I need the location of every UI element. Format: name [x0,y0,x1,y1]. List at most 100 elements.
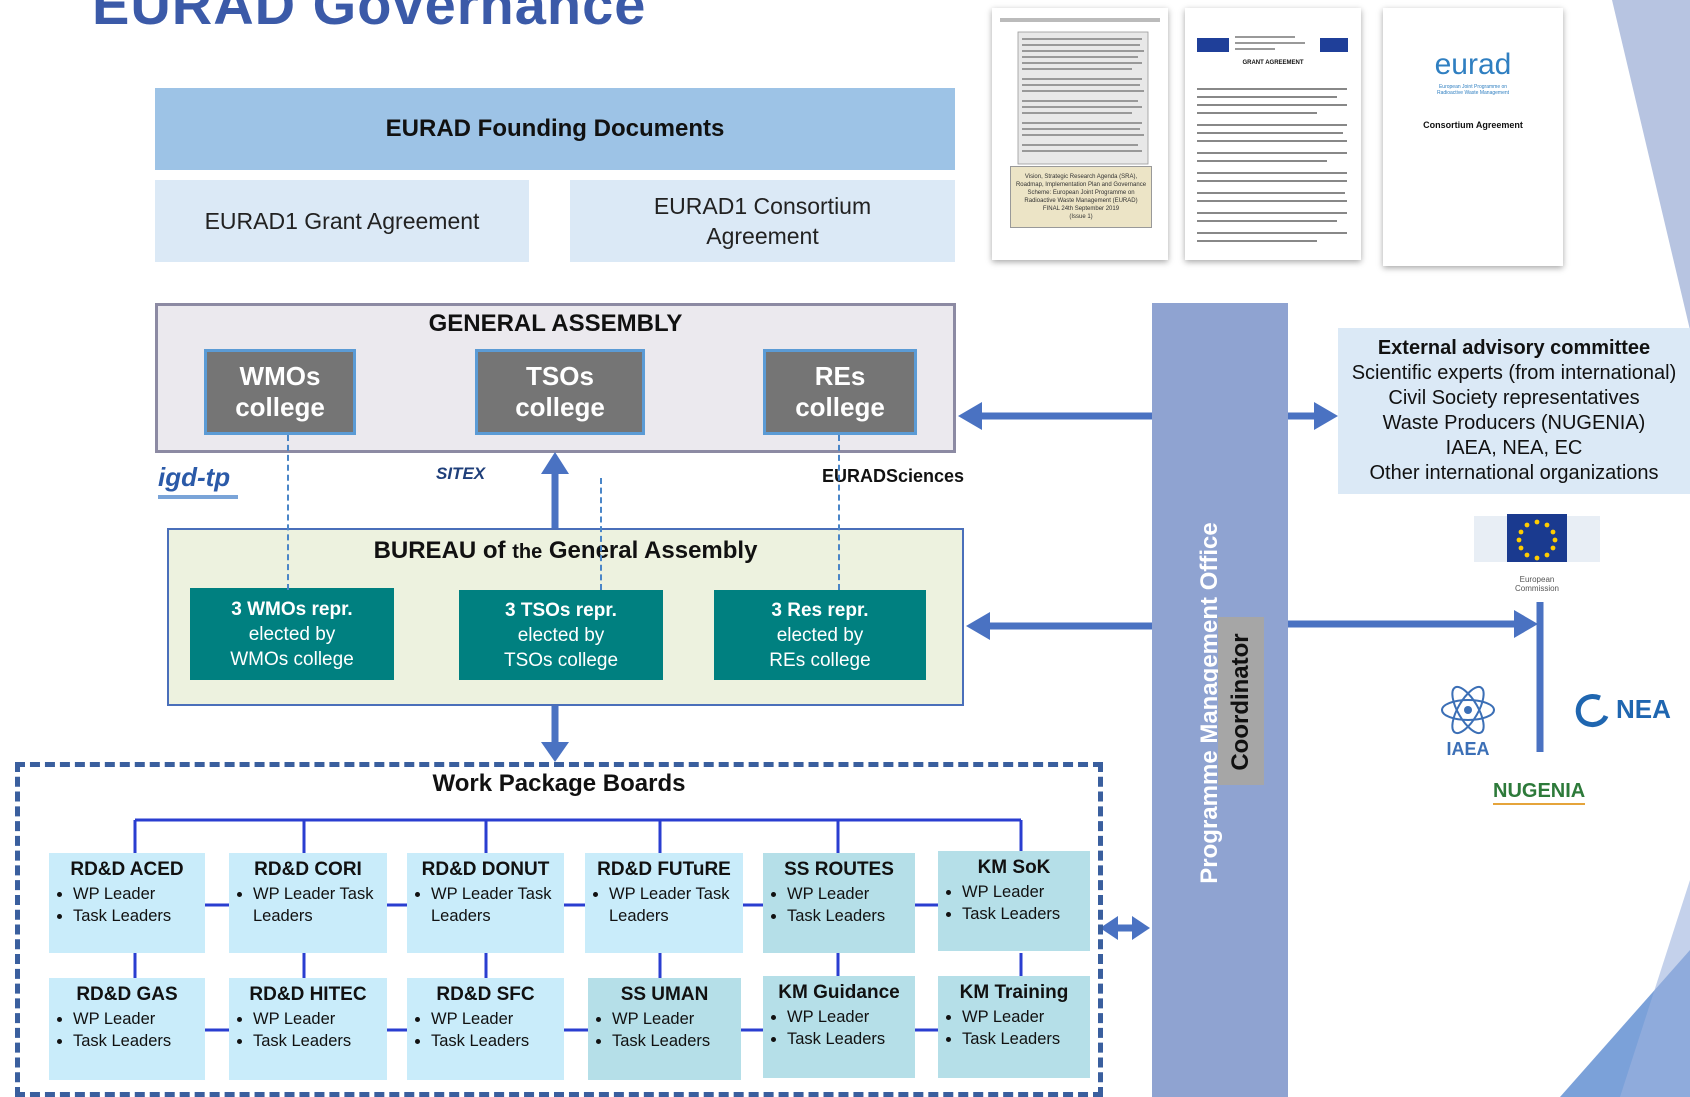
wp-item: WP Leader [962,1006,1080,1028]
nea-label: NEA [1616,694,1671,724]
res-representatives: 3 Res repr. elected by REs college [714,590,926,680]
vision-line4: Radioactive Waste Management (EURAD) [1024,198,1138,204]
ec-label: European Commission [1474,575,1600,593]
bureau-title-part1: BUREAU of [373,537,513,564]
grant-agreement-label: EURAD1 Grant Agreement [204,208,480,234]
coordinator-box [1218,617,1264,785]
nea-logo: NEA [1570,690,1690,734]
wp-item: WP Leader Task Leaders [609,883,733,927]
wp-card-name: RD&D HITEC [249,984,367,1005]
external-advisory-committee: External advisory committee Scientific e… [1338,328,1690,494]
vision-line5: FINAL 24th September 2019 [1042,206,1120,212]
wp-item: Task Leaders [431,1030,554,1052]
external-advisory-title: External advisory committee [1377,337,1651,359]
consortium-agreement-thumb-title: Consortium Agreement [1423,120,1523,130]
iaea-logo: IAEA [1430,680,1506,760]
work-package-boards-frame [15,762,1103,1097]
bureau-title-part2: the [512,541,543,563]
vision-line1: Vision, Strategic Research Agenda (SRA), [1024,174,1138,180]
wp-card-name: RD&D GAS [76,984,178,1005]
pmo-to-external-arrowhead [1314,402,1338,430]
general-assembly-title: GENERAL ASSEMBLY [428,310,683,337]
nea-swirl-icon [1575,694,1609,727]
wp-item: Task Leaders [787,1028,905,1050]
tsos-repr-line1: 3 TSOs repr. [505,599,617,621]
bureau-title: BUREAU of the General Assembly [167,537,964,565]
wp-card-name: RD&D DONUT [421,859,550,880]
consortium-agreement-line1: EURAD1 Consortium [653,193,872,219]
vision-cover-box: Vision, Strategic Research Agenda (SRA),… [1010,166,1152,228]
pmo-to-partners-arrowhead [1514,610,1538,638]
res-repr-line3: REs college [769,649,871,671]
wp-item: WP Leader [787,1006,905,1028]
wp-card-name: KM Guidance [778,982,900,1003]
igdtp-logo-bar [158,495,238,499]
wmos-repr-line3: WMOs college [230,648,354,670]
res-college-line1: REs [814,361,866,391]
page-title: EURAD Governance [92,0,647,36]
vision-line3: Scheme: European Joint Programme on [1027,190,1135,196]
vision-line2: Roadmap, Implementation Plan and Governa… [1015,182,1147,188]
bureau-to-wp-arrowhead [541,742,569,762]
grant-agreement-thumbnail: GRANT AGREEMENT [1185,8,1361,260]
wp-item: Task Leaders [787,905,905,927]
nugenia-logo: NUGENIA [1493,780,1586,805]
external-line-2: Civil Society representatives [1388,387,1640,409]
res-repr-line2: elected by [776,624,864,646]
wp-item: Task Leaders [253,1030,377,1052]
grant-agreement-box: EURAD1 Grant Agreement [155,180,529,262]
wp-item: Task Leaders [73,1030,195,1052]
wp-item: Task Leaders [73,905,195,927]
wp-card-rdd-cori: RD&D CORI WP Leader Task Leaders [229,853,387,953]
external-line-3: Waste Producers (NUGENIA) [1382,412,1646,434]
consortium-agreement-thumbnail: eurad European Joint Programme on Radioa… [1383,8,1563,266]
vision-line6: (Issue 1) [1069,214,1093,220]
wp-item: WP Leader Task Leaders [431,883,554,927]
tsos-college: TSOs college [475,349,645,435]
eurad-logo-subtitle: European Joint Programme on Radioactive … [1436,84,1510,96]
tsos-college-line1: TSOs [526,361,594,391]
wp-card-items: WP Leader Task Leaders [595,883,733,927]
wp-card-name: RD&D FUTuRE [597,859,731,880]
tsos-repr-line3: TSOs college [503,649,619,671]
tsos-representatives: 3 TSOs repr. elected by TSOs college [459,590,663,680]
wmos-college: WMOs college [204,349,356,435]
wmos-college-line2: college [235,392,325,422]
wp-item: WP Leader [73,1008,195,1030]
ec-flag-icon [1474,514,1600,562]
tsos-repr-line2: elected by [517,624,605,646]
ec-label-line1: European [1519,575,1555,584]
wp-pmo-arrowhead-right [1132,916,1150,940]
wmos-representatives: 3 WMOs repr. elected by WMOs college [190,588,394,680]
res-college: REs college [763,349,917,435]
document-text-lines [1000,18,1160,165]
wp-item: WP Leader [73,883,195,905]
wp-item: WP Leader [431,1008,554,1030]
consortium-agreement-box: EURAD1 Consortium Agreement [570,180,955,262]
wp-item: WP Leader [787,883,905,905]
pmo-to-ga-arrowhead [958,402,982,430]
vision-document-thumbnail: Vision, Strategic Research Agenda (SRA),… [992,8,1168,260]
res-college-line2: college [795,392,885,422]
res-repr-line1: 3 Res repr. [771,599,869,621]
consortium-agreement-line2: Agreement [706,223,819,249]
iaea-atom-icon [1441,685,1495,734]
wp-card-name: SS ROUTES [784,859,894,880]
wp-card-name: KM SoK [977,857,1051,878]
bureau-to-ga-arrowhead [541,452,569,474]
wp-item: WP Leader Task Leaders [253,883,377,927]
